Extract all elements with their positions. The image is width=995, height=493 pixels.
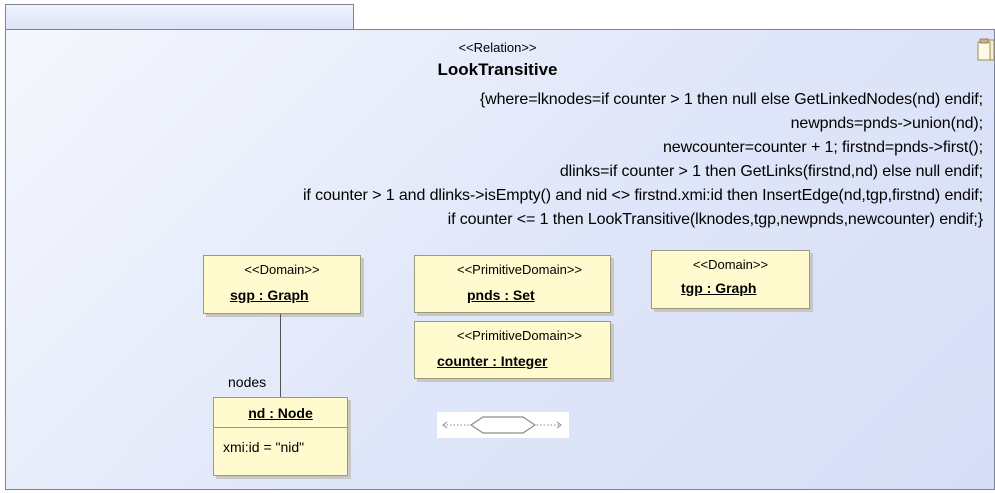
domain-name: pnds : Set bbox=[467, 287, 535, 303]
constraint-line-1: {where=lknodes=if counter > 1 then null … bbox=[479, 91, 983, 108]
domain-box-pnds[interactable]: <<PrimitiveDomain>> pnds : Set bbox=[414, 255, 611, 313]
domain-stereotype: <<Domain>> bbox=[692, 257, 769, 272]
domain-node-link[interactable] bbox=[280, 314, 281, 398]
constraint-line-2: newpnds=pnds->union(nd); bbox=[790, 115, 984, 132]
domain-name: sgp : Graph bbox=[230, 287, 309, 303]
domain-name: counter : Integer bbox=[437, 353, 548, 369]
constraint-line-3: newcounter=counter + 1; firstnd=pnds->fi… bbox=[662, 139, 983, 156]
hexagon-marker-icon[interactable] bbox=[437, 412, 569, 438]
node-name: nd : Node bbox=[214, 398, 347, 428]
node-box-nd[interactable]: nd : Node xmi:id = "nid" bbox=[213, 397, 348, 476]
notes-icon[interactable] bbox=[977, 38, 995, 62]
constraint-line-6: if counter <= 1 then LookTransitive(lkno… bbox=[447, 211, 983, 228]
relation-name[interactable]: LookTransitive bbox=[437, 60, 558, 79]
link-role-label: nodes bbox=[228, 374, 267, 390]
diagram-frame-tab[interactable] bbox=[5, 4, 354, 30]
node-attribute: xmi:id = "nid" bbox=[223, 439, 305, 455]
constraint-line-4: dlinks=if counter > 1 then GetLinks(firs… bbox=[559, 163, 983, 180]
constraint-line-5: if counter > 1 and dlinks->isEmpty() and… bbox=[302, 187, 983, 204]
domain-box-counter[interactable]: <<PrimitiveDomain>> counter : Integer bbox=[414, 321, 611, 379]
domain-stereotype: <<PrimitiveDomain>> bbox=[457, 328, 582, 343]
domain-box-sgp[interactable]: <<Domain>> sgp : Graph bbox=[203, 255, 361, 314]
relation-stereotype: <<Relation>> bbox=[458, 40, 537, 55]
domain-stereotype: <<PrimitiveDomain>> bbox=[457, 262, 582, 277]
domain-box-tgp[interactable]: <<Domain>> tgp : Graph bbox=[651, 250, 810, 309]
domain-name: tgp : Graph bbox=[681, 280, 757, 296]
domain-stereotype: <<Domain>> bbox=[244, 262, 320, 277]
